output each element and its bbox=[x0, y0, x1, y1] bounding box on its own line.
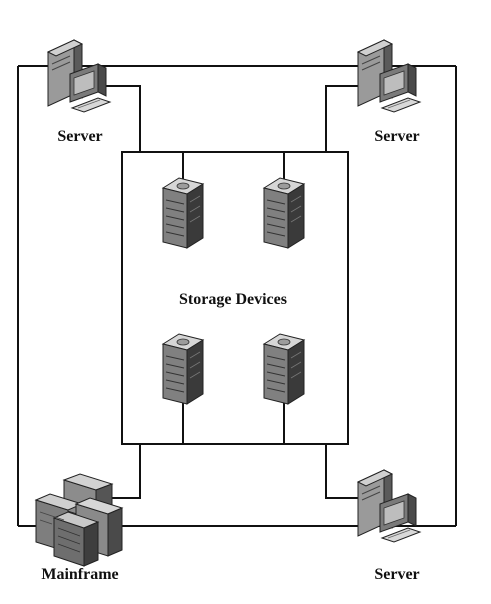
storage-enclosure bbox=[121, 151, 349, 445]
link-server-br-storage bbox=[325, 444, 360, 499]
storage-device-1-icon bbox=[162, 177, 204, 249]
storage-connectors bbox=[182, 152, 285, 444]
storage-device-2-icon bbox=[263, 177, 305, 249]
storage-label: Storage Devices bbox=[179, 291, 287, 308]
server-top-left-label: Server bbox=[57, 128, 102, 145]
server-bottom-right-label: Server bbox=[374, 566, 419, 583]
link-server-tr-storage bbox=[325, 85, 368, 152]
server-top-right-icon bbox=[357, 39, 421, 113]
storage-device-3-icon bbox=[162, 333, 204, 405]
mainframe-icon bbox=[35, 473, 123, 567]
server-top-right-label: Server bbox=[374, 128, 419, 145]
mainframe-label: Mainframe bbox=[41, 566, 118, 583]
link-mainframe-storage bbox=[110, 444, 141, 499]
server-bottom-right-icon bbox=[357, 469, 421, 543]
storage-device-4-icon bbox=[263, 333, 305, 405]
server-top-left-icon bbox=[47, 39, 111, 113]
link-server-tl-storage bbox=[100, 85, 141, 152]
